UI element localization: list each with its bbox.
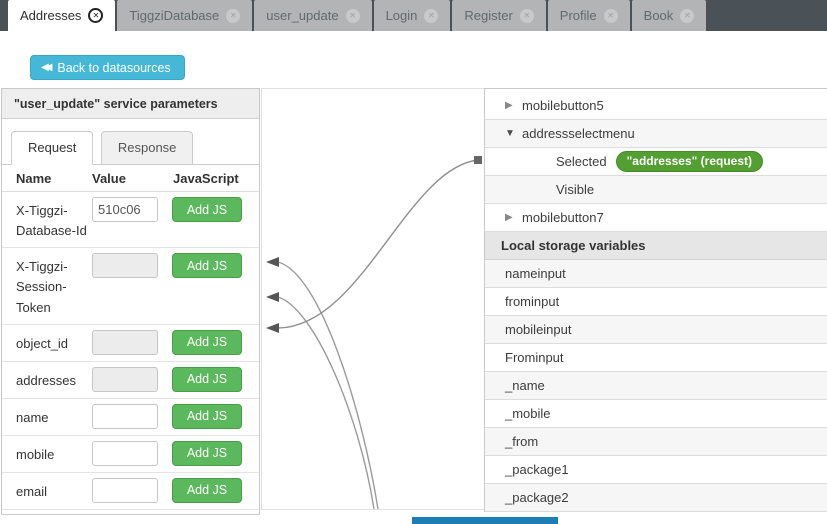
param-row: object_id Add JS — [2, 325, 259, 362]
storage-variable-row[interactable]: nameinput — [485, 260, 827, 288]
panel-tab[interactable]: Response — [100, 131, 194, 165]
param-row: X-Tiggzi-Database-Id Add JS — [2, 192, 259, 249]
param-name: email — [16, 483, 48, 499]
tree-label: Visible — [556, 182, 595, 197]
param-value-input[interactable] — [92, 366, 158, 392]
mapping-arrow-icon — [266, 257, 279, 267]
window-tab[interactable]: Register ✕ — [452, 0, 546, 31]
param-name: X-Tiggzi-Session-Token — [16, 259, 68, 315]
window-tab-label: Profile — [559, 8, 597, 23]
storage-variable-row[interactable]: _mobile — [485, 400, 827, 428]
local-storage-list: nameinput frominput mobileinput Frominpu… — [485, 260, 827, 512]
col-name: Name — [16, 171, 52, 186]
bottom-cutoff-button[interactable] — [412, 517, 558, 524]
window-tab-label: Book — [643, 8, 674, 23]
window-tab[interactable]: Book ✕ — [631, 0, 707, 31]
param-value-input[interactable] — [92, 253, 158, 279]
tree-toggle-icon[interactable] — [505, 100, 522, 111]
mapping-targets-panel: mobilebutton5 addressselectmenu Selected… — [484, 88, 827, 512]
window-tab-label: Login — [385, 8, 418, 23]
tree-label: Selected — [556, 154, 607, 169]
param-value-input[interactable] — [92, 440, 158, 466]
param-table-header: Name Value JavaScript — [2, 165, 259, 192]
panel-tab[interactable]: Request — [11, 131, 94, 165]
storage-variable-row[interactable]: frominput — [485, 288, 827, 316]
col-javascript: JavaScript — [173, 171, 239, 186]
mapping-curve-session-token — [277, 261, 379, 509]
tree-label: addressselectmenu — [522, 126, 635, 141]
close-icon[interactable]: ✕ — [88, 8, 104, 23]
add-js-button[interactable]: Add JS — [172, 403, 242, 429]
back-button-label: Back to datasources — [57, 60, 171, 75]
window-tab-label: Register — [464, 8, 513, 23]
mapping-badge[interactable]: "addresses" (request) — [615, 151, 764, 172]
window-tab[interactable]: TiggziDatabase ✕ — [117, 0, 253, 31]
param-row: email Add JS — [2, 473, 259, 510]
param-value-input[interactable] — [92, 329, 158, 355]
close-icon[interactable]: ✕ — [345, 8, 360, 23]
param-name: X-Tiggzi-Database-Id — [16, 203, 87, 239]
window-tab-label: Addresses — [20, 8, 82, 23]
add-js-button[interactable]: Add JS — [172, 440, 242, 466]
panel-title: "user_update" service parameters — [2, 89, 259, 119]
storage-variable-row[interactable]: _package2 — [485, 484, 827, 512]
window-tab[interactable]: Login ✕ — [373, 0, 451, 31]
close-icon[interactable]: ✕ — [226, 8, 241, 23]
back-to-datasources-button[interactable]: ◀◀ Back to datasources — [30, 55, 185, 80]
storage-variable-row[interactable]: _name — [485, 372, 827, 400]
add-js-button[interactable]: Add JS — [172, 477, 242, 503]
close-icon[interactable]: ✕ — [680, 8, 695, 23]
param-name: mobile — [16, 446, 55, 462]
window-tab-label: user_update — [266, 8, 339, 23]
param-name: object_id — [16, 335, 69, 351]
double-left-arrow-icon: ◀◀ — [41, 62, 53, 73]
window-tab[interactable]: user_update ✕ — [254, 0, 372, 31]
storage-variable-row[interactable]: _from — [485, 428, 827, 456]
storage-variable-row[interactable]: mobileinput — [485, 316, 827, 344]
col-value: Value — [92, 171, 126, 186]
param-value-input[interactable] — [92, 477, 158, 503]
tree-row[interactable]: addressselectmenu — [485, 120, 827, 148]
window-tab-bar: Addresses ✕ TiggziDatabase ✕ user_update… — [0, 0, 827, 31]
local-storage-header: Local storage variables — [485, 232, 827, 260]
mapping-arrow-icon — [266, 292, 279, 302]
mapping-node-icon — [474, 156, 482, 164]
tree-row[interactable]: mobilebutton5 — [485, 92, 827, 120]
window-tab-label: TiggziDatabase — [129, 8, 220, 23]
tree-toggle-icon[interactable] — [505, 212, 522, 223]
param-name: addresses — [16, 372, 76, 388]
tree-row[interactable]: mobilebutton7 — [485, 204, 827, 232]
add-js-button[interactable]: Add JS — [172, 197, 242, 222]
mapping-canvas — [261, 88, 485, 510]
page-elements-tree: mobilebutton5 addressselectmenu Selected… — [485, 92, 827, 232]
tree-label: mobilebutton7 — [522, 210, 604, 225]
param-value-input[interactable] — [92, 403, 158, 429]
mapping-arrow-icon — [266, 323, 279, 333]
mapping-curve-addresses — [277, 159, 479, 329]
param-value-input[interactable] — [92, 197, 158, 222]
mapping-curve-object-id — [277, 296, 375, 509]
service-parameters-panel: "user_update" service parameters Request… — [1, 88, 260, 515]
storage-variable-row[interactable]: _package1 — [485, 456, 827, 484]
tree-row[interactable]: Visible — [485, 176, 827, 204]
add-js-button[interactable]: Add JS — [172, 253, 242, 279]
param-row: addresses Add JS — [2, 362, 259, 399]
close-icon[interactable]: ✕ — [424, 8, 439, 23]
param-row: X-Tiggzi-Session-Token Add JS — [2, 248, 259, 325]
param-name: name — [16, 409, 49, 425]
storage-variable-row[interactable]: Frominput — [485, 344, 827, 372]
tree-label: mobilebutton5 — [522, 98, 604, 113]
tree-toggle-icon[interactable] — [505, 128, 522, 139]
request-response-tabs: Request Response — [2, 119, 259, 165]
window-tab[interactable]: Profile ✕ — [547, 0, 630, 31]
param-row: name Add JS — [2, 399, 259, 436]
close-icon[interactable]: ✕ — [519, 8, 534, 23]
add-js-button[interactable]: Add JS — [172, 329, 242, 355]
param-row: mobile Add JS — [2, 436, 259, 473]
tree-row[interactable]: Selected "addresses" (request) — [485, 148, 827, 176]
close-icon[interactable]: ✕ — [603, 8, 618, 23]
add-js-button[interactable]: Add JS — [172, 366, 242, 392]
window-tab[interactable]: Addresses ✕ — [8, 0, 116, 31]
